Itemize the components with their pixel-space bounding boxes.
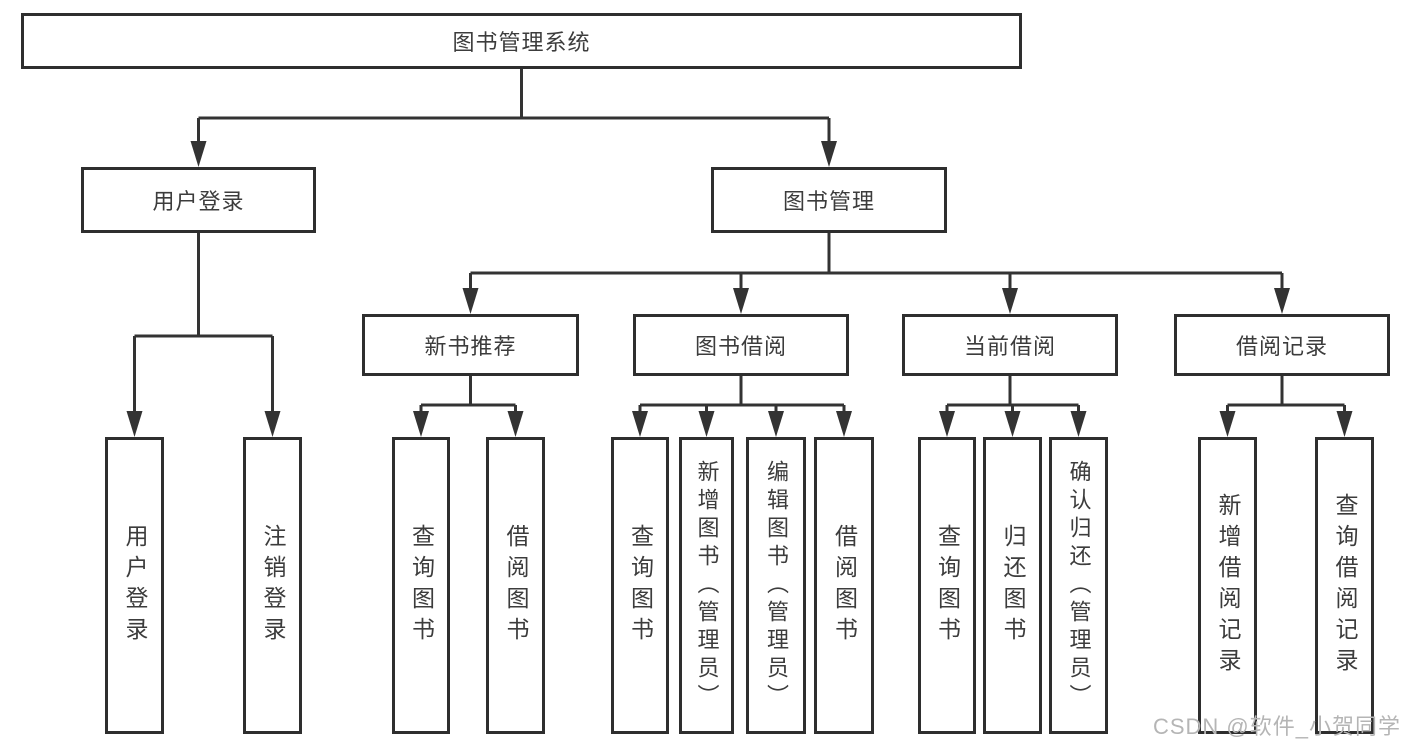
leaf-query-books-current: 查询图书	[918, 437, 976, 734]
leaf-confirm-return-admin: 确认归还（管理员）	[1049, 437, 1108, 734]
leaf-add-borrow-record: 新增借阅记录	[1198, 437, 1257, 734]
node-user-login-label: 用户登录	[152, 189, 245, 214]
leaf-confirm-return-admin-label: 确认归还（管理员）	[1066, 459, 1092, 712]
leaf-borrow-books-recommend-label: 借阅图书	[503, 523, 529, 648]
connector-borrow-records	[1226, 376, 1346, 414]
node-new-book-recommend: 新书推荐	[362, 314, 579, 376]
leaf-add-borrow-record-label: 新增借阅记录	[1215, 492, 1241, 679]
leaf-borrow-books-borrowing-label: 借阅图书	[831, 523, 858, 648]
csdn-watermark: CSDN @软件_小贺同学	[1152, 714, 1401, 739]
connector-user-login	[133, 233, 274, 414]
leaf-query-books-recommend: 查询图书	[392, 437, 450, 734]
connector-book-management	[469, 233, 1284, 290]
leaf-query-borrow-record-label: 查询借阅记录	[1332, 492, 1358, 679]
connector-current-borrowing	[945, 376, 1080, 414]
arrowheads	[126, 141, 1353, 437]
node-root-label: 图书管理系统	[452, 30, 591, 55]
node-book-management-label: 图书管理	[782, 189, 875, 214]
node-book-borrowing-label: 图书借阅	[694, 334, 787, 359]
leaf-return-book: 归还图书	[983, 437, 1042, 734]
node-book-management: 图书管理	[711, 167, 947, 233]
node-new-book-recommend-label: 新书推荐	[424, 334, 517, 359]
leaf-logout-label: 注销登录	[260, 523, 286, 648]
leaf-user-login-label: 用户登录	[122, 523, 148, 648]
node-book-borrowing: 图书借阅	[633, 314, 849, 376]
leaf-add-book-admin: 新增图书（管理员）	[679, 437, 734, 734]
leaf-edit-book-admin: 编辑图书（管理员）	[746, 437, 806, 734]
connector-new-book-recommend	[419, 376, 517, 414]
leaf-edit-book-admin-label: 编辑图书（管理员）	[764, 459, 789, 712]
node-current-borrowing: 当前借阅	[902, 314, 1118, 376]
node-current-borrowing-label: 当前借阅	[963, 334, 1056, 359]
node-root: 图书管理系统	[21, 13, 1022, 69]
leaf-borrow-books-borrowing: 借阅图书	[814, 437, 874, 734]
leaf-query-books-current-label: 查询图书	[934, 523, 961, 648]
connector-book-borrowing	[638, 376, 846, 414]
leaf-query-books-borrowing-label: 查询图书	[627, 523, 654, 648]
leaf-return-book-label: 归还图书	[1000, 523, 1026, 648]
connector-root	[197, 69, 831, 143]
node-borrow-records-label: 借阅记录	[1235, 334, 1328, 359]
leaf-borrow-books-recommend: 借阅图书	[486, 437, 545, 734]
node-borrow-records: 借阅记录	[1174, 314, 1390, 376]
leaf-query-borrow-record: 查询借阅记录	[1315, 437, 1374, 734]
leaf-logout: 注销登录	[243, 437, 302, 734]
leaf-query-books-borrowing: 查询图书	[611, 437, 669, 734]
leaf-query-books-recommend-label: 查询图书	[408, 523, 435, 648]
leaf-add-book-admin-label: 新增图书（管理员）	[694, 459, 720, 712]
leaf-user-login: 用户登录	[105, 437, 164, 734]
node-user-login: 用户登录	[81, 167, 316, 233]
